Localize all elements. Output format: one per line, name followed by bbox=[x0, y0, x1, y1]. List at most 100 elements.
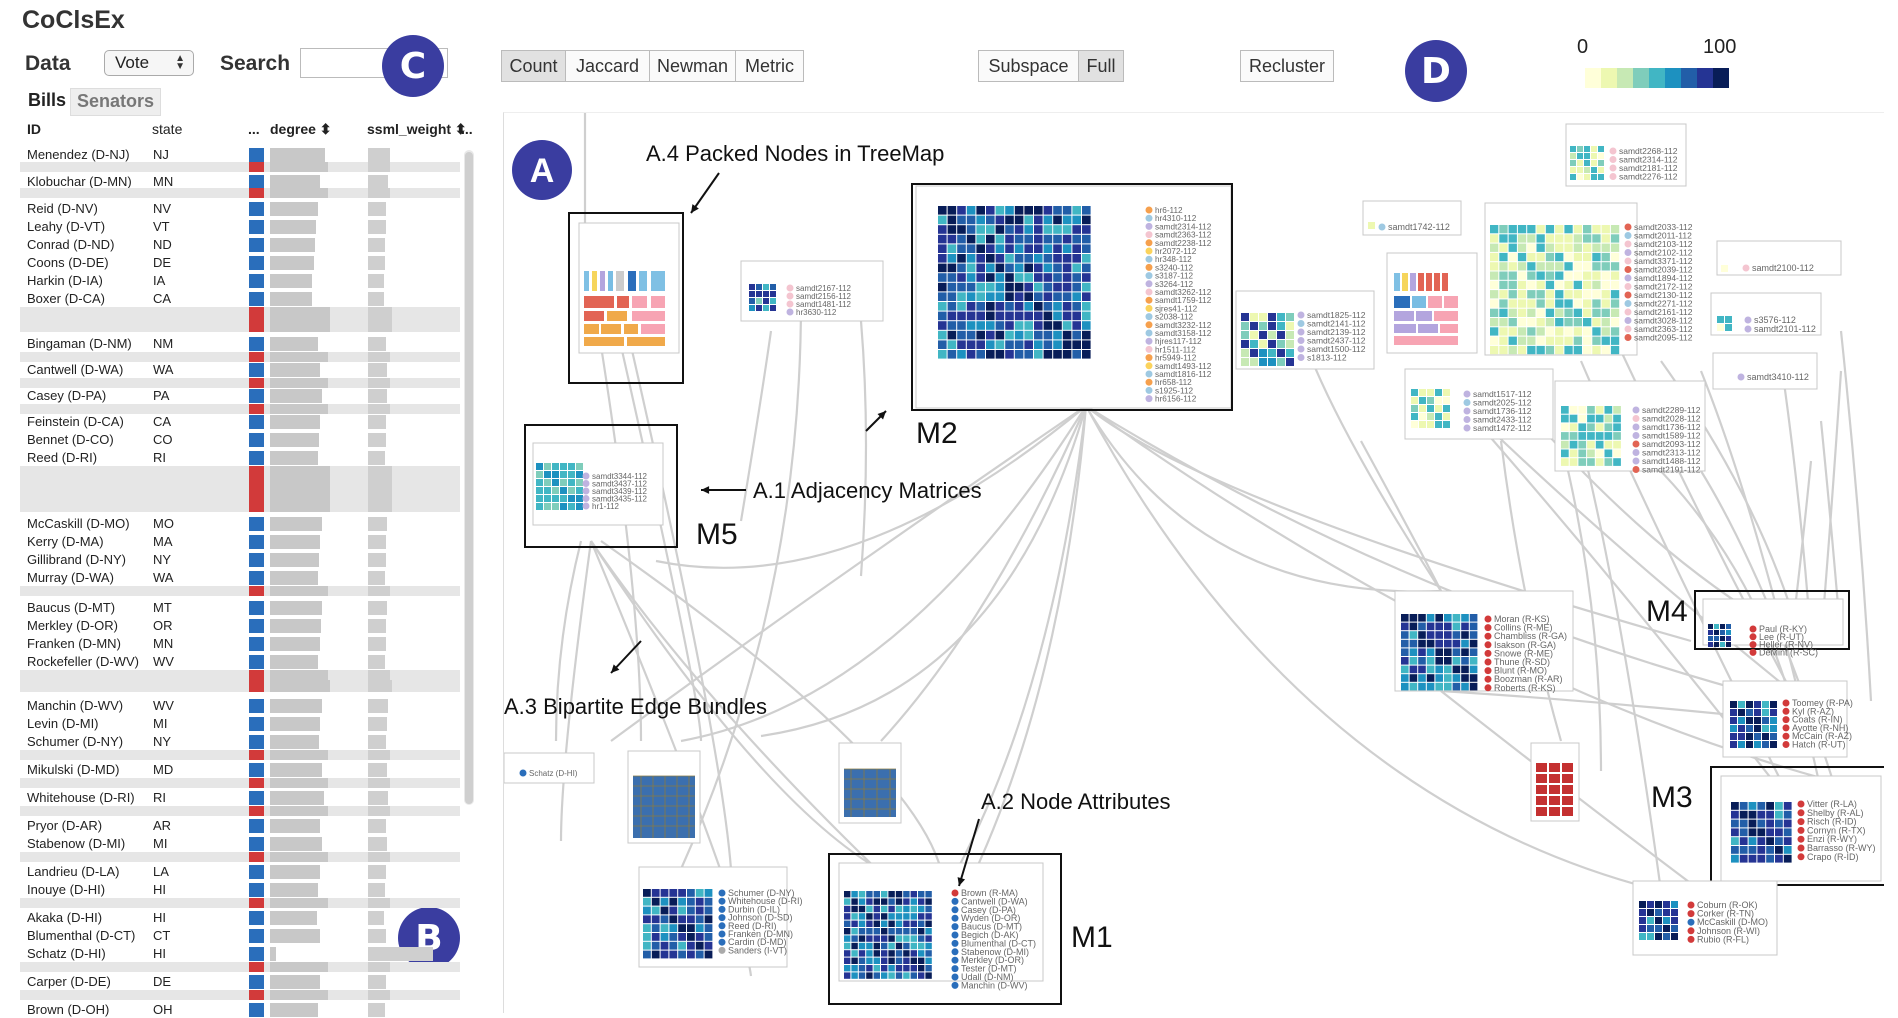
senator-name: McCaskill (D-MO) bbox=[27, 516, 130, 531]
node-attribute-dot bbox=[1782, 699, 1790, 707]
col-header-ellipsis[interactable]: ... bbox=[248, 121, 260, 137]
cluster-graph[interactable]: hr6-112hr4310-112samdt2314-112samdt2363-… bbox=[503, 113, 1893, 1013]
table-row[interactable]: Akaka (D-HI)HI bbox=[20, 908, 460, 926]
matrix-cell bbox=[1601, 345, 1610, 355]
jaccard-button[interactable]: Jaccard bbox=[565, 50, 650, 82]
collapsed-row[interactable] bbox=[20, 990, 460, 1000]
matrix-cell bbox=[910, 957, 917, 964]
table-row[interactable]: Conrad (D-ND)ND bbox=[20, 235, 460, 253]
matrix-cell bbox=[1527, 299, 1536, 308]
matrix-cell bbox=[938, 292, 947, 301]
table-row[interactable]: Reid (D-NV)NV bbox=[20, 199, 460, 217]
collapsed-row[interactable] bbox=[20, 778, 460, 788]
table-row[interactable]: Reed (D-RI)RI bbox=[20, 448, 460, 466]
newman-button[interactable]: Newman bbox=[649, 50, 736, 82]
collapsed-row[interactable] bbox=[20, 352, 460, 362]
matrix-cell bbox=[1014, 340, 1024, 349]
matrix-cell bbox=[976, 215, 985, 225]
data-select[interactable]: Vote ▲▼ bbox=[104, 50, 194, 76]
matrix-cell bbox=[1517, 327, 1527, 336]
table-row[interactable]: Inouye (D-HI)HI bbox=[20, 880, 460, 898]
collapsed-row[interactable] bbox=[20, 806, 460, 816]
table-row[interactable]: McCaskill (D-MO)MO bbox=[20, 514, 460, 532]
collapsed-row[interactable] bbox=[20, 404, 460, 414]
matrix-cell bbox=[1561, 440, 1569, 449]
col-header-ssml-weight[interactable]: ssml_weight ⬍ bbox=[367, 121, 467, 137]
ssml-weight-bar bbox=[368, 929, 386, 943]
table-row[interactable]: Bennet (D-CO)CO bbox=[20, 430, 460, 448]
table-row[interactable]: Boxer (D-CA)CA bbox=[20, 289, 460, 307]
party-swatch bbox=[249, 962, 264, 972]
table-row[interactable]: Levin (D-MI)MI bbox=[20, 714, 460, 732]
matrix-cell bbox=[1082, 215, 1091, 225]
col-header-degree[interactable]: degree ⬍ bbox=[270, 121, 332, 137]
node-attribute-dot bbox=[718, 930, 726, 938]
collapsed-row-group[interactable] bbox=[20, 680, 460, 692]
collapsed-row[interactable] bbox=[20, 750, 460, 760]
table-row[interactable]: Franken (D-MN)MN bbox=[20, 634, 460, 652]
table-row[interactable]: Stabenow (D-MI)MI bbox=[20, 834, 460, 852]
collapsed-row[interactable] bbox=[20, 586, 460, 596]
tab-senators[interactable]: Senators bbox=[70, 88, 162, 116]
table-row[interactable]: Carper (D-DE)DE bbox=[20, 972, 460, 990]
table-row[interactable]: Cantwell (D-WA)WA bbox=[20, 360, 460, 378]
table-row[interactable]: Merkley (D-OR)OR bbox=[20, 616, 460, 634]
collapsed-row[interactable] bbox=[20, 962, 460, 972]
table-row[interactable]: Brown (D-OH)OH bbox=[20, 1000, 460, 1018]
matrix-cell bbox=[1770, 701, 1777, 708]
matrix-cell bbox=[1738, 733, 1745, 740]
matrix-cell bbox=[1604, 423, 1613, 432]
col-header-state[interactable]: state bbox=[152, 121, 183, 137]
collapsed-row[interactable] bbox=[20, 670, 460, 680]
matrix-cell bbox=[1592, 234, 1601, 243]
col-header-more[interactable]: ... bbox=[461, 121, 473, 137]
matrix-cell bbox=[1072, 340, 1081, 349]
table-row[interactable]: Bingaman (D-NM)NM bbox=[20, 334, 460, 352]
table-row[interactable]: Landrieu (D-LA)LA bbox=[20, 862, 460, 880]
full-button[interactable]: Full bbox=[1078, 50, 1124, 82]
table-row[interactable]: Manchin (D-WV)WV bbox=[20, 696, 460, 714]
recluster-button[interactable]: Recluster bbox=[1240, 50, 1334, 82]
table-row[interactable]: Casey (D-PA)PA bbox=[20, 386, 460, 404]
collapsed-row[interactable] bbox=[20, 898, 460, 908]
matrix-cell bbox=[1401, 657, 1409, 665]
collapsed-row-group[interactable] bbox=[20, 466, 460, 512]
table-row[interactable]: Leahy (D-VT)VT bbox=[20, 217, 460, 235]
matrix-cell bbox=[1746, 709, 1753, 716]
table-row[interactable]: Klobuchar (D-MN)MN bbox=[20, 172, 460, 190]
table-row[interactable]: Murray (D-WA)WA bbox=[20, 568, 460, 586]
matrix-cell bbox=[695, 950, 704, 959]
col-header-id[interactable]: ID bbox=[27, 121, 41, 137]
table-row[interactable]: Pryor (D-AR)AR bbox=[20, 816, 460, 834]
collapsed-row[interactable] bbox=[20, 378, 460, 388]
count-button[interactable]: Count bbox=[501, 50, 566, 82]
table-row[interactable]: Mikulski (D-MD)MD bbox=[20, 760, 460, 778]
table-row[interactable]: Menendez (D-NJ)NJ bbox=[20, 145, 460, 163]
table-row[interactable]: Feinstein (D-CA)CA bbox=[20, 412, 460, 430]
table-row[interactable]: Blumenthal (D-CT)CT bbox=[20, 926, 460, 944]
collapsed-row[interactable] bbox=[20, 188, 460, 198]
table-row[interactable]: Gillibrand (D-NY)NY bbox=[20, 550, 460, 568]
tab-bills[interactable]: Bills bbox=[28, 90, 67, 110]
collapsed-row[interactable] bbox=[20, 162, 460, 172]
treemap-cell bbox=[1549, 785, 1560, 794]
treemap-cell bbox=[1434, 273, 1440, 291]
table-row[interactable]: Schatz (D-HI)HI bbox=[20, 944, 460, 962]
table-row[interactable]: Kerry (D-MA)MA bbox=[20, 532, 460, 550]
table-row[interactable]: Schumer (D-NY)NY bbox=[20, 732, 460, 750]
matrix-cell bbox=[966, 206, 976, 215]
table-row[interactable]: Baucus (D-MT)MT bbox=[20, 598, 460, 616]
matrix-cell bbox=[1435, 648, 1443, 656]
table-scroll-thumb[interactable] bbox=[465, 152, 473, 804]
subspace-button[interactable]: Subspace bbox=[978, 50, 1079, 82]
table-row[interactable]: Rockefeller (D-WV)WV bbox=[20, 652, 460, 670]
node-attribute-dot bbox=[1484, 649, 1492, 657]
table-row[interactable]: Coons (D-DE)DE bbox=[20, 253, 460, 271]
table-row[interactable]: Whitehouse (D-RI)RI bbox=[20, 788, 460, 806]
table-row[interactable]: Harkin (D-IA)IA bbox=[20, 271, 460, 289]
collapsed-row[interactable] bbox=[20, 852, 460, 862]
metric-button[interactable]: Metric bbox=[735, 50, 804, 82]
matrix-cell bbox=[866, 935, 873, 942]
collapsed-row-group[interactable] bbox=[20, 307, 460, 332]
